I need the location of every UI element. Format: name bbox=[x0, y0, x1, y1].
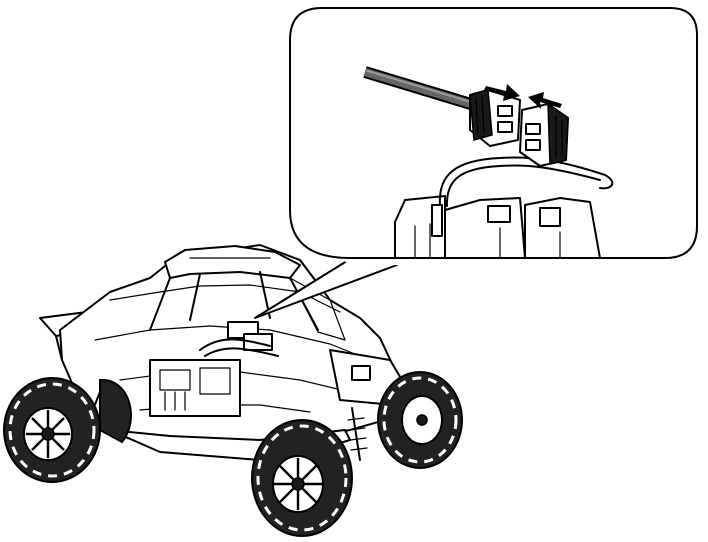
battery-plug bbox=[469, 89, 521, 147]
arrow-push-right bbox=[484, 84, 520, 101]
detail-callout bbox=[289, 7, 698, 259]
rear-right-wheel bbox=[99, 378, 132, 444]
esc-wires bbox=[438, 156, 614, 207]
front-shock bbox=[347, 407, 368, 461]
esc-detail bbox=[394, 195, 601, 259]
front-right-wheel bbox=[377, 371, 463, 469]
arrow-push-left bbox=[528, 92, 562, 109]
front-left-wheel bbox=[251, 419, 353, 537]
rc-buggy bbox=[3, 244, 463, 537]
esc-plug bbox=[519, 102, 569, 167]
battery-cable bbox=[363, 66, 476, 111]
connector-area bbox=[199, 321, 279, 357]
roll-cage bbox=[149, 245, 319, 331]
rear-left-wheel bbox=[3, 377, 101, 483]
esc-box bbox=[149, 359, 241, 417]
